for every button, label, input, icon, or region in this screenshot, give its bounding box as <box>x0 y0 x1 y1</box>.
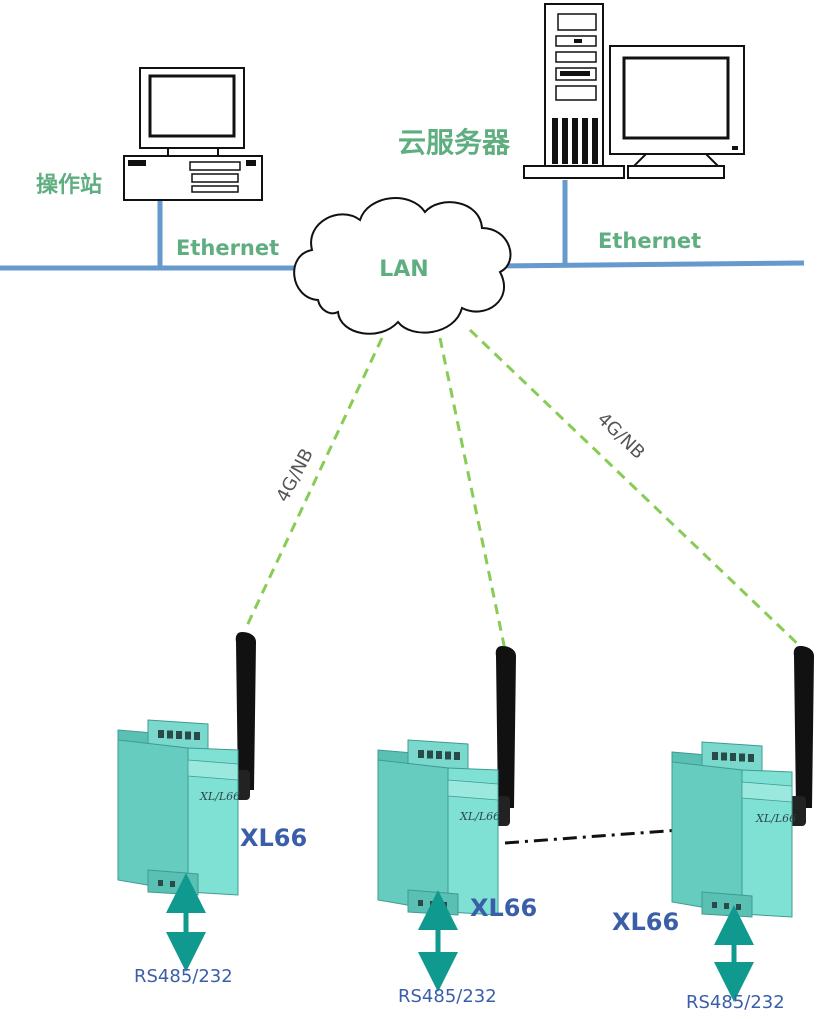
ethernet-line-right <box>499 260 805 269</box>
device-peer-link <box>504 828 681 845</box>
cloud-server-label: 云服务器 <box>398 126 511 159</box>
lan-label: LAN <box>379 257 428 282</box>
workstation-label: 操作站 <box>36 173 102 198</box>
xl66-device-2: XL/L66 <box>377 646 516 992</box>
device-logo: XL/L66 <box>459 810 500 823</box>
antenna-icon <box>793 646 814 808</box>
device-2-name: XL66 <box>470 894 537 922</box>
device-2-port: RS485/232 <box>398 986 497 1007</box>
xl66-device-1: XL/L66 <box>117 632 256 972</box>
antenna-icon <box>495 646 516 808</box>
device-1-name: XL66 <box>240 824 307 852</box>
wireless-link-left <box>243 337 384 631</box>
device-3-name: XL66 <box>612 908 679 936</box>
wireless-link-middle <box>438 337 507 651</box>
ethernet-label-left: Ethernet <box>176 236 279 260</box>
xl66-device-3: XL/L66 <box>671 646 814 1002</box>
device-logo: XL/L66 <box>199 790 240 803</box>
device-logo: XL/L66 <box>755 812 796 825</box>
device-3-port: RS485/232 <box>686 992 785 1013</box>
device-1-port: RS485/232 <box>134 966 233 987</box>
lan-cloud-icon <box>293 197 512 335</box>
wireless-label-right: 4G/NB <box>593 409 649 464</box>
ethernet-label-right: Ethernet <box>598 229 701 253</box>
wireless-link-right <box>468 328 804 650</box>
antenna-icon <box>235 632 256 790</box>
workstation-icon <box>123 67 263 201</box>
server-icon <box>523 3 745 179</box>
wireless-label-left: 4G/NB <box>272 445 317 505</box>
